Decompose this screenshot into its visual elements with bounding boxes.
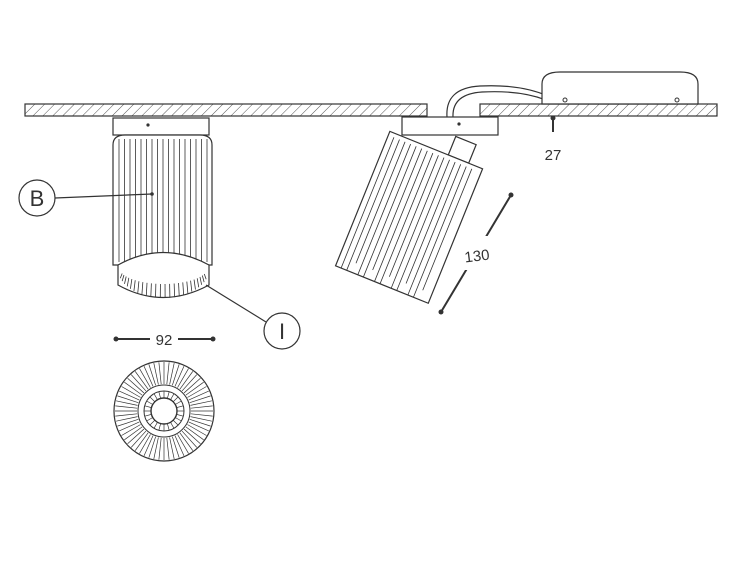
depth-dimension: 27 — [545, 115, 562, 164]
height-dimension: 130 — [438, 192, 514, 315]
right-fixture-tilted — [334, 130, 484, 305]
width-dimension-label: 92 — [156, 332, 173, 349]
callout-i-label: I — [279, 319, 285, 344]
left-fixture-body — [112, 134, 213, 266]
fixture-bottom-view — [113, 360, 215, 462]
right-fixture-body — [334, 130, 484, 305]
callout-b-label: B — [30, 186, 45, 211]
depth-dimension-label: 27 — [545, 147, 562, 164]
power-cable — [446, 85, 549, 118]
ceiling-slab — [24, 103, 718, 117]
left-mounting-plate — [112, 117, 210, 136]
driver-box — [541, 71, 699, 105]
left-fixture-fin-skirt — [117, 251, 210, 299]
width-dimension: 92 — [113, 332, 216, 349]
right-mounting-plate — [401, 116, 499, 136]
callout-i: I — [205, 284, 301, 350]
callout-b: B — [18, 179, 154, 217]
height-dimension-label: 130 — [464, 247, 491, 267]
